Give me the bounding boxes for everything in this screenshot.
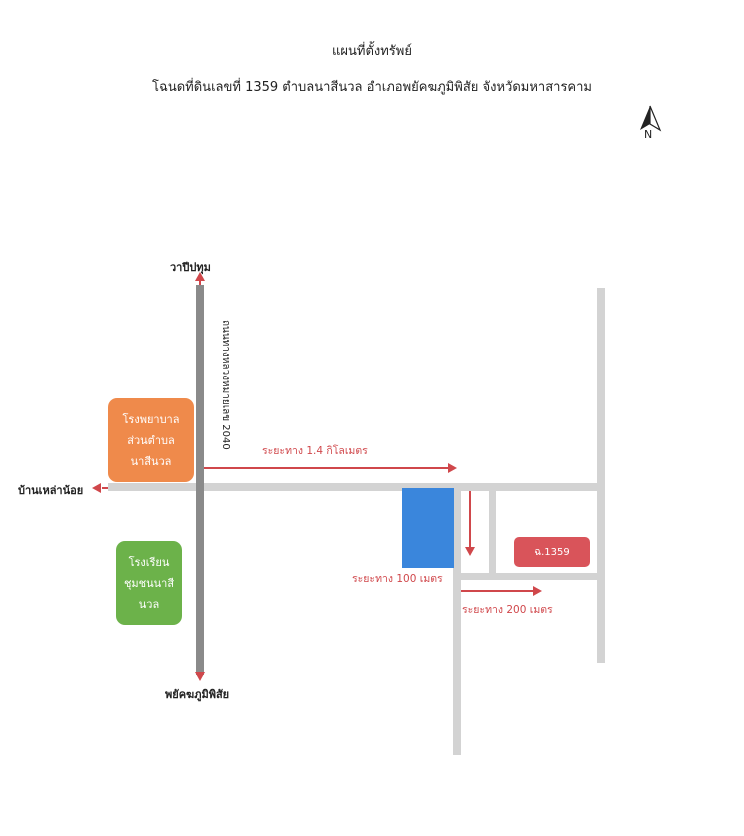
highway-label: ถนนทางหลวงหมายเลข 2040 [220,320,231,450]
east-road [597,288,605,663]
hospital-box: โรงพยาบาล ส่วนตำบล นาสีนวล [108,398,194,482]
map-subtitle: โฉนดที่ดินเลขที่ 1359 ตำบลนาสีนวล อำเภอพ… [152,80,592,95]
arrow-main-route-head [448,463,457,473]
arrow-side-route-head [465,547,475,556]
north-destination-label: วาปีปทุม [170,261,211,274]
school-line1: โรงเรียน [128,555,170,569]
side-route-distance-label: ระยะทาง 100 เมตร [352,573,443,585]
arrow-south-head [195,672,205,681]
blue-landmark [402,488,454,568]
land-plot-label: ฉ.1359 [514,537,590,567]
hospital-line3: นาสีนวล [130,454,172,468]
arrow-north-head [195,272,205,281]
school-line2: ชุมชนนาสี [123,576,175,590]
arrow-west-head [92,483,101,493]
map-title: แผนที่ตั้งทรัพย์ [332,44,412,59]
highway-road [196,285,204,675]
north-arrow-icon [640,105,662,132]
hospital-line1: โรงพยาบาล [122,412,180,426]
cross-road [453,573,602,580]
main-route-distance-label: ระยะทาง 1.4 กิโลเมตร [262,445,368,457]
south-branch-road [453,483,461,755]
school-box: โรงเรียน ชุมชนนาสี นวล [116,541,182,625]
north-label: N [644,128,653,141]
south-destination-label: พยัคฆภูมิพิสัย [165,688,230,701]
west-destination-label: บ้านเหล่าน้อย [18,484,84,497]
main-road [108,483,602,491]
hospital-line2: ส่วนตำบล [127,433,175,447]
inner-road [489,483,496,578]
arrow-plot-route-head [533,586,542,596]
school-line3: นวล [138,597,160,611]
plot-route-distance-label: ระยะทาง 200 เมตร [462,604,553,616]
